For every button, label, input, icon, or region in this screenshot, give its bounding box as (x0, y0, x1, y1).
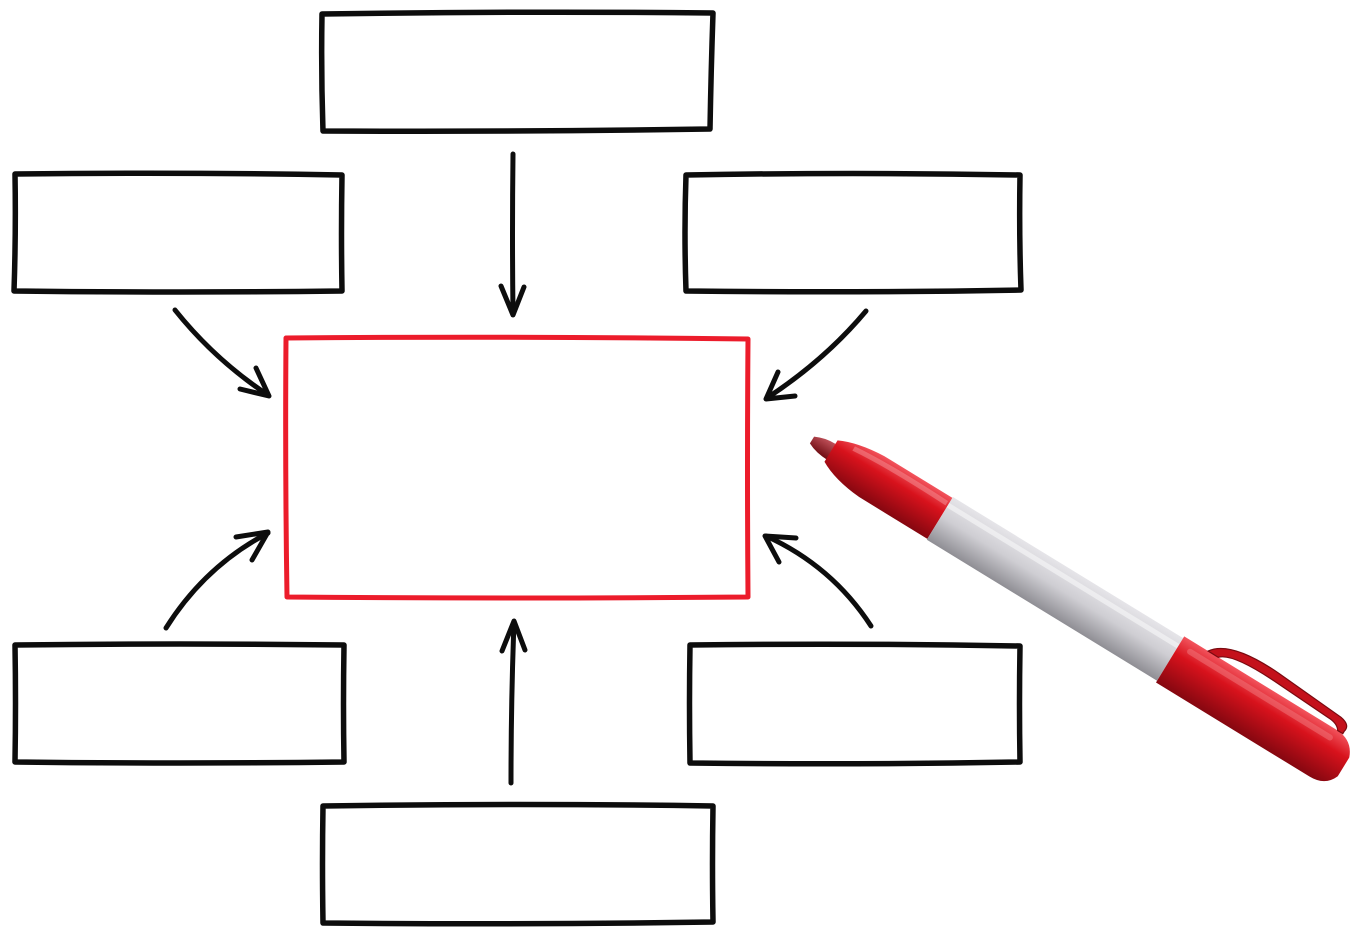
red-marker-pen-icon (809, 436, 1350, 782)
arrow-lower-left-to-center (163, 529, 271, 631)
arrow-upper-right-to-center (763, 308, 869, 402)
outer-box-upper-right (682, 170, 1024, 295)
arrow-bottom-to-center (499, 618, 528, 786)
arrow-top-to-center (498, 151, 527, 318)
center-box (283, 334, 751, 601)
outer-box-lower-right (686, 641, 1023, 767)
outer-box-bottom (319, 801, 716, 927)
outer-box-upper-left (11, 170, 345, 295)
arrow-lower-right-to-center (762, 533, 874, 629)
outer-box-lower-left (12, 641, 347, 766)
arrow-upper-left-to-center (172, 307, 272, 399)
outer-box-top (318, 9, 716, 134)
